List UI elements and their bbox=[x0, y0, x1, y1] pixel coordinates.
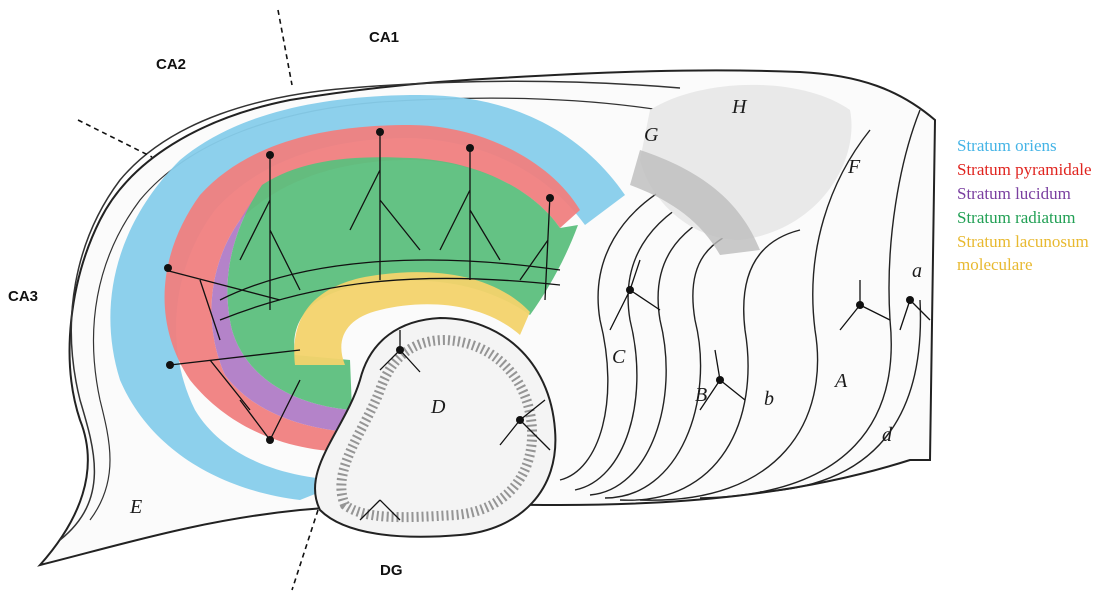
region-label-dg: DG bbox=[380, 562, 403, 579]
region-label-ca3: CA3 bbox=[8, 288, 38, 305]
drawing-letter-d-small: d bbox=[882, 424, 892, 447]
drawing-letter-b-small: b bbox=[764, 388, 774, 411]
layer-legend: Stratum oriens Stratum pyramidale Stratu… bbox=[957, 134, 1092, 277]
drawing-letter-a-small: a bbox=[912, 260, 922, 283]
drawing-letter-e: E bbox=[130, 496, 142, 519]
dg-boundary bbox=[292, 510, 318, 590]
legend-item-oriens: Stratum oriens bbox=[957, 134, 1092, 158]
drawing-letter-d: D bbox=[431, 396, 445, 419]
drawing-letter-g: G bbox=[644, 124, 658, 147]
region-label-ca1: CA1 bbox=[369, 29, 399, 46]
drawing-letter-f: F bbox=[848, 156, 860, 179]
legend-item-lacunosum: Stratum lacunosum bbox=[957, 230, 1092, 254]
legend-item-lacunosum-line2: moleculare bbox=[957, 253, 1092, 277]
legend-item-lucidum: Stratum lucidum bbox=[957, 182, 1092, 206]
drawing-letter-b: B bbox=[695, 384, 707, 407]
legend-item-pyramidale: Stratum pyramidale bbox=[957, 158, 1092, 182]
drawing-letter-c: C bbox=[612, 346, 625, 369]
ca1-ca2-boundary bbox=[278, 10, 292, 85]
drawing-letter-h: H bbox=[732, 96, 746, 119]
legend-item-radiatum: Stratum radiatum bbox=[957, 206, 1092, 230]
drawing-letter-a: A bbox=[835, 370, 847, 393]
region-label-ca2: CA2 bbox=[156, 56, 186, 73]
ca2-ca3-boundary bbox=[78, 120, 152, 157]
